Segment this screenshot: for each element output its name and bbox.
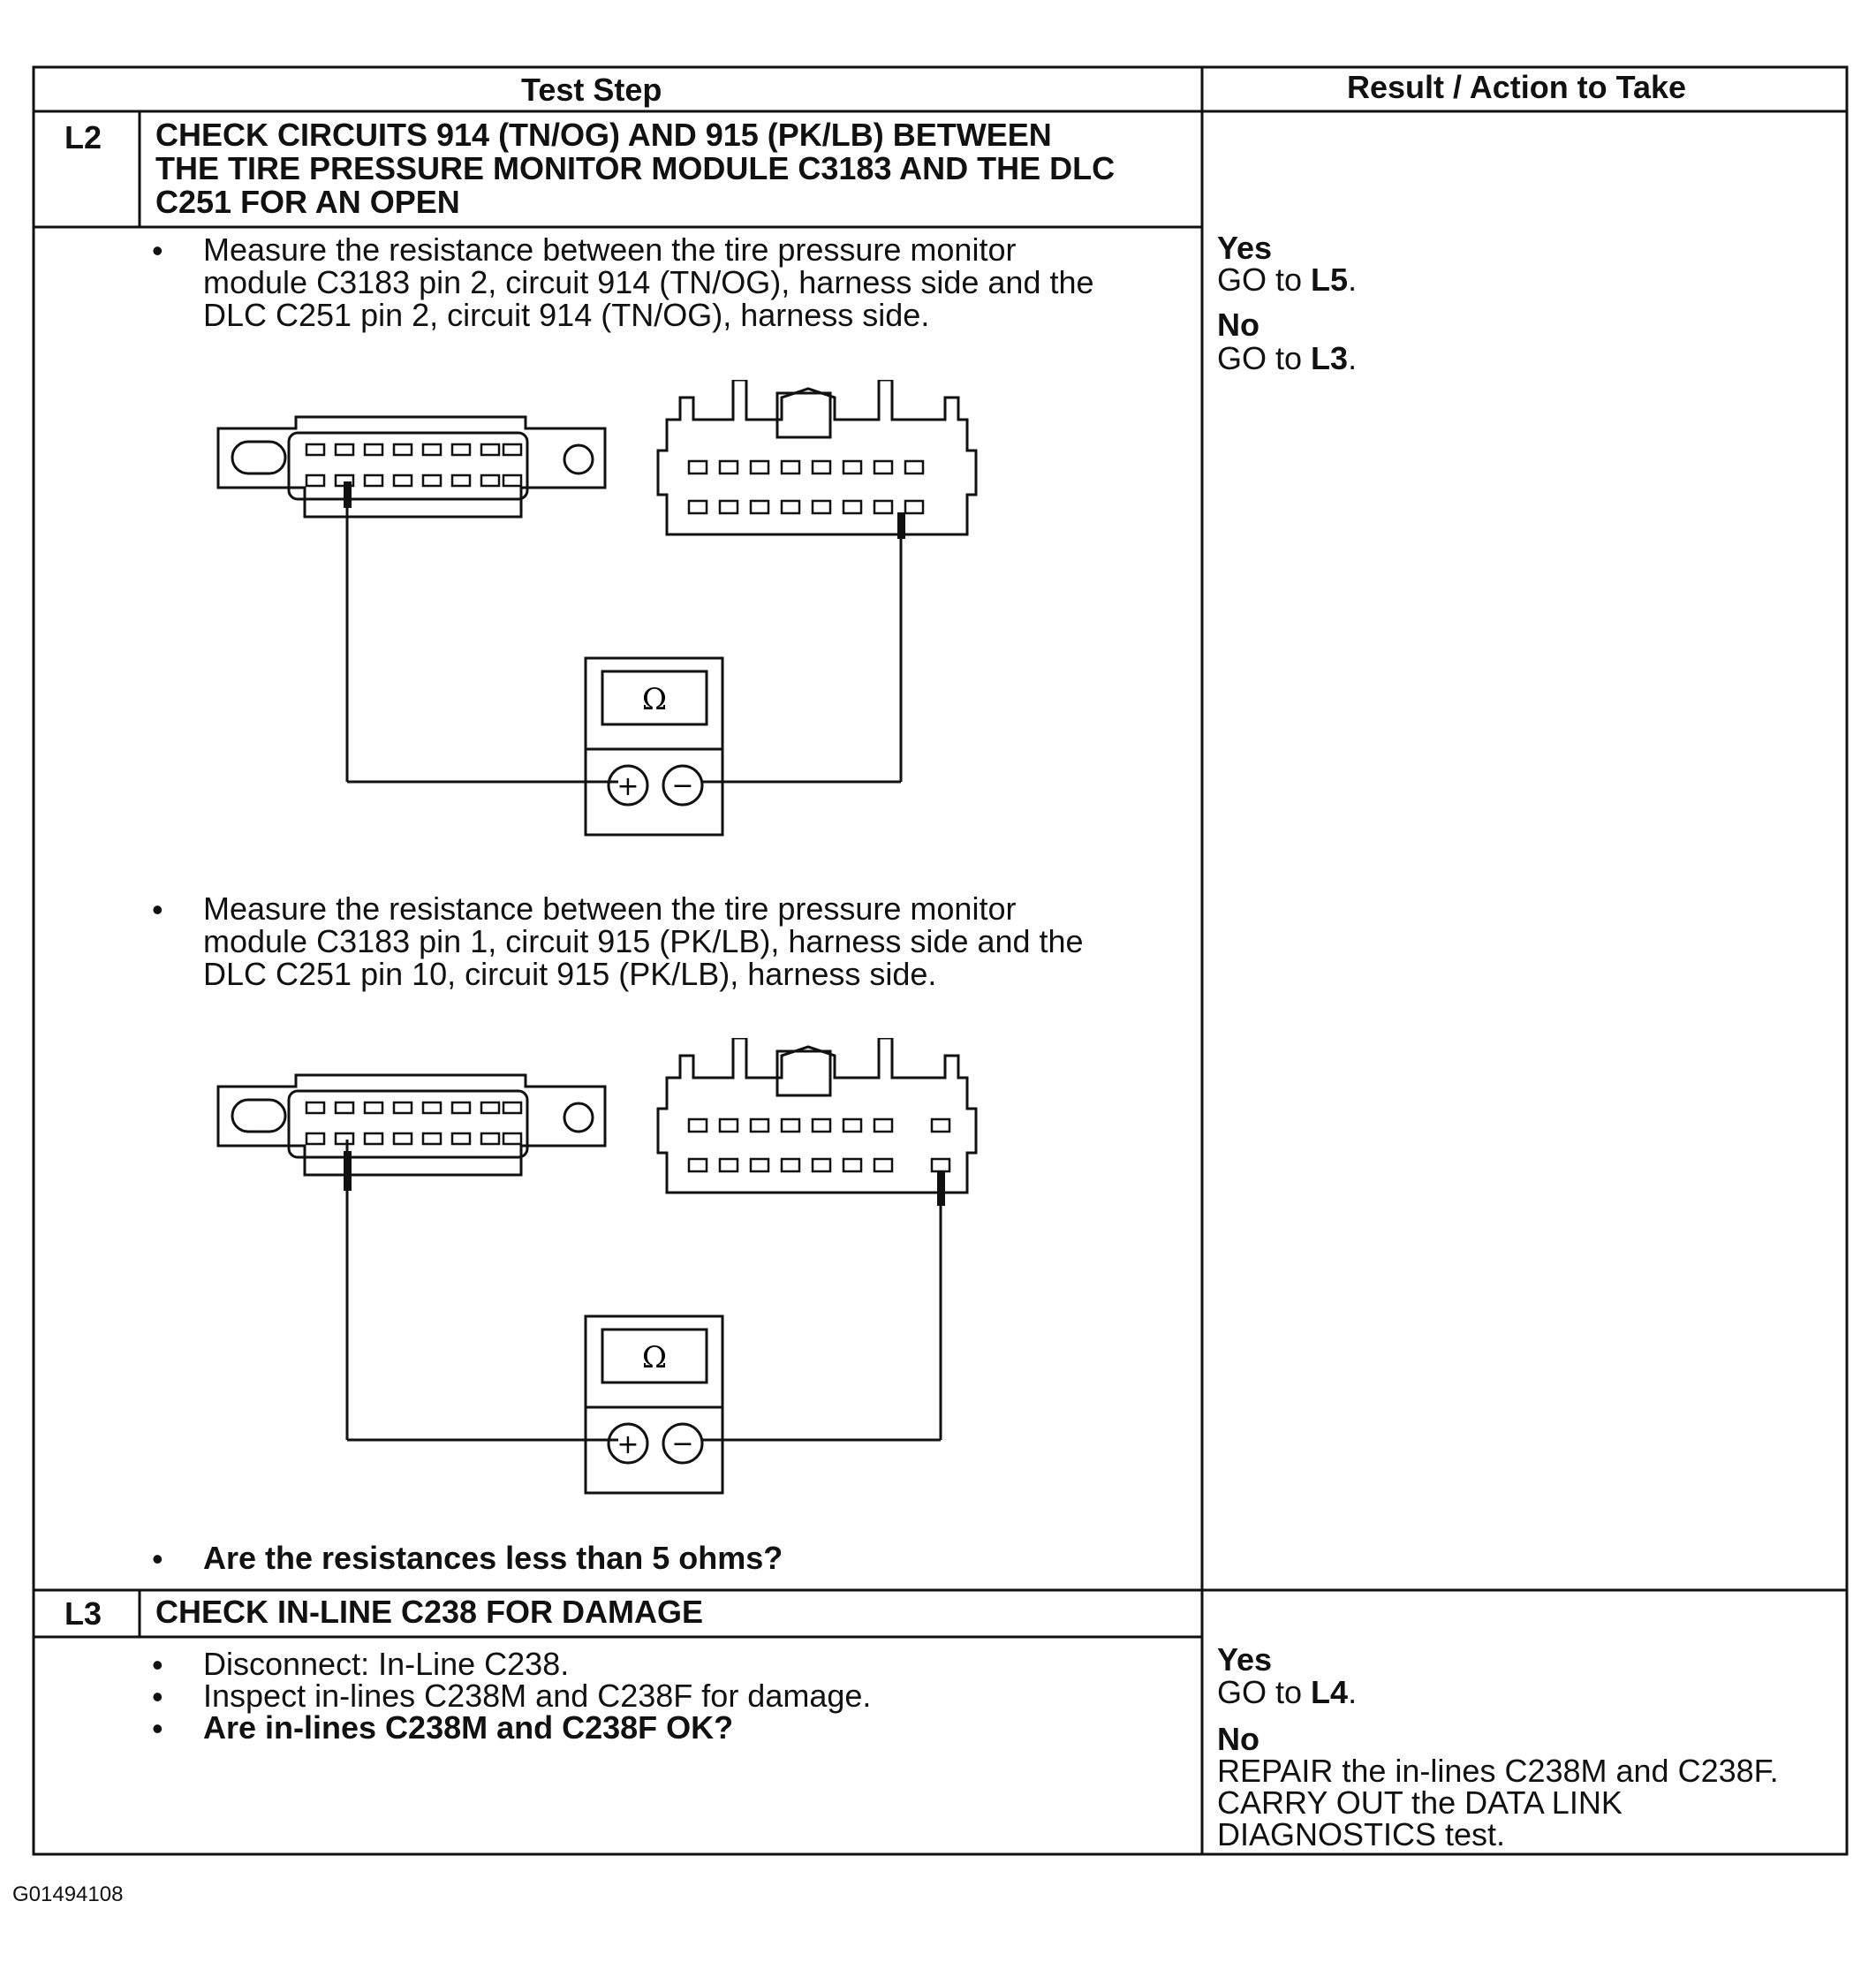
l2-no-label: No bbox=[1217, 307, 1259, 343]
step-title-l2-line2: THE TIRE PRESSURE MONITOR MODULE C3183 A… bbox=[155, 150, 1116, 186]
bullet-dot: • bbox=[152, 232, 163, 269]
bullet-dot: • bbox=[152, 1647, 163, 1683]
bullet-dot: • bbox=[152, 1678, 163, 1715]
l2-bullet2-line1: Measure the resistance between the tire … bbox=[203, 890, 1017, 927]
minus-symbol: − bbox=[671, 1428, 693, 1459]
l3-no-line3: DIAGNOSTICS test. bbox=[1217, 1816, 1506, 1852]
bullet-dot: • bbox=[152, 891, 163, 928]
header-result-action: Result / Action to Take bbox=[1347, 69, 1687, 105]
l3-yes-label: Yes bbox=[1217, 1641, 1273, 1678]
step-title-l2-line3: C251 FOR AN OPEN bbox=[155, 184, 460, 220]
l2-bullet2-line2: module C3183 pin 1, circuit 915 (PK/LB),… bbox=[203, 923, 1084, 959]
l3-bullet2: Inspect in-lines C238M and C238F for dam… bbox=[203, 1678, 872, 1714]
l3-no-line2: CARRY OUT the DATA LINK bbox=[1217, 1784, 1623, 1821]
figure-code: G01494108 bbox=[12, 1882, 124, 1906]
step-id-l2: L2 bbox=[64, 119, 102, 155]
l3-question: Are in-lines C238M and C238F OK? bbox=[203, 1709, 734, 1746]
l2-question: Are the resistances less than 5 ohms? bbox=[203, 1540, 783, 1576]
l3-no-label: No bbox=[1217, 1721, 1259, 1757]
bullet-dot: • bbox=[152, 1710, 163, 1746]
l2-yes-line: GO to L5. bbox=[1217, 261, 1358, 298]
step-title-l3: CHECK IN-LINE C238 FOR DAMAGE bbox=[155, 1594, 704, 1630]
step-title-l2-line1: CHECK CIRCUITS 914 (TN/OG) AND 915 (PK/L… bbox=[155, 117, 1052, 153]
l2-no-line: GO to L3. bbox=[1217, 340, 1358, 376]
resistance-diagram-circuit-914: Ω + − bbox=[216, 380, 978, 837]
header-test-step: Test Step bbox=[521, 72, 662, 108]
l2-bullet2-line3: DLC C251 pin 10, circuit 915 (PK/LB), ha… bbox=[203, 956, 937, 992]
resistance-diagram-circuit-915: Ω + − bbox=[216, 1038, 978, 1495]
l2-bullet1-line3: DLC C251 pin 2, circuit 914 (TN/OG), har… bbox=[203, 297, 930, 333]
step-id-l3: L3 bbox=[64, 1595, 102, 1632]
ohm-symbol: Ω bbox=[642, 682, 667, 717]
minus-symbol: − bbox=[671, 770, 693, 801]
ohm-symbol: Ω bbox=[642, 1340, 667, 1375]
plus-symbol: + bbox=[617, 1429, 639, 1460]
l3-yes-line: GO to L4. bbox=[1217, 1674, 1358, 1710]
l2-bullet1-line1: Measure the resistance between the tire … bbox=[203, 231, 1017, 268]
bullet-dot: • bbox=[152, 1541, 163, 1577]
l3-bullet1: Disconnect: In-Line C238. bbox=[203, 1646, 570, 1682]
l2-yes-label: Yes bbox=[1217, 230, 1273, 266]
l2-bullet1-line2: module C3183 pin 2, circuit 914 (TN/OG),… bbox=[203, 264, 1094, 300]
l3-no-line1: REPAIR the in-lines C238M and C238F. bbox=[1217, 1753, 1779, 1789]
plus-symbol: + bbox=[617, 771, 639, 802]
